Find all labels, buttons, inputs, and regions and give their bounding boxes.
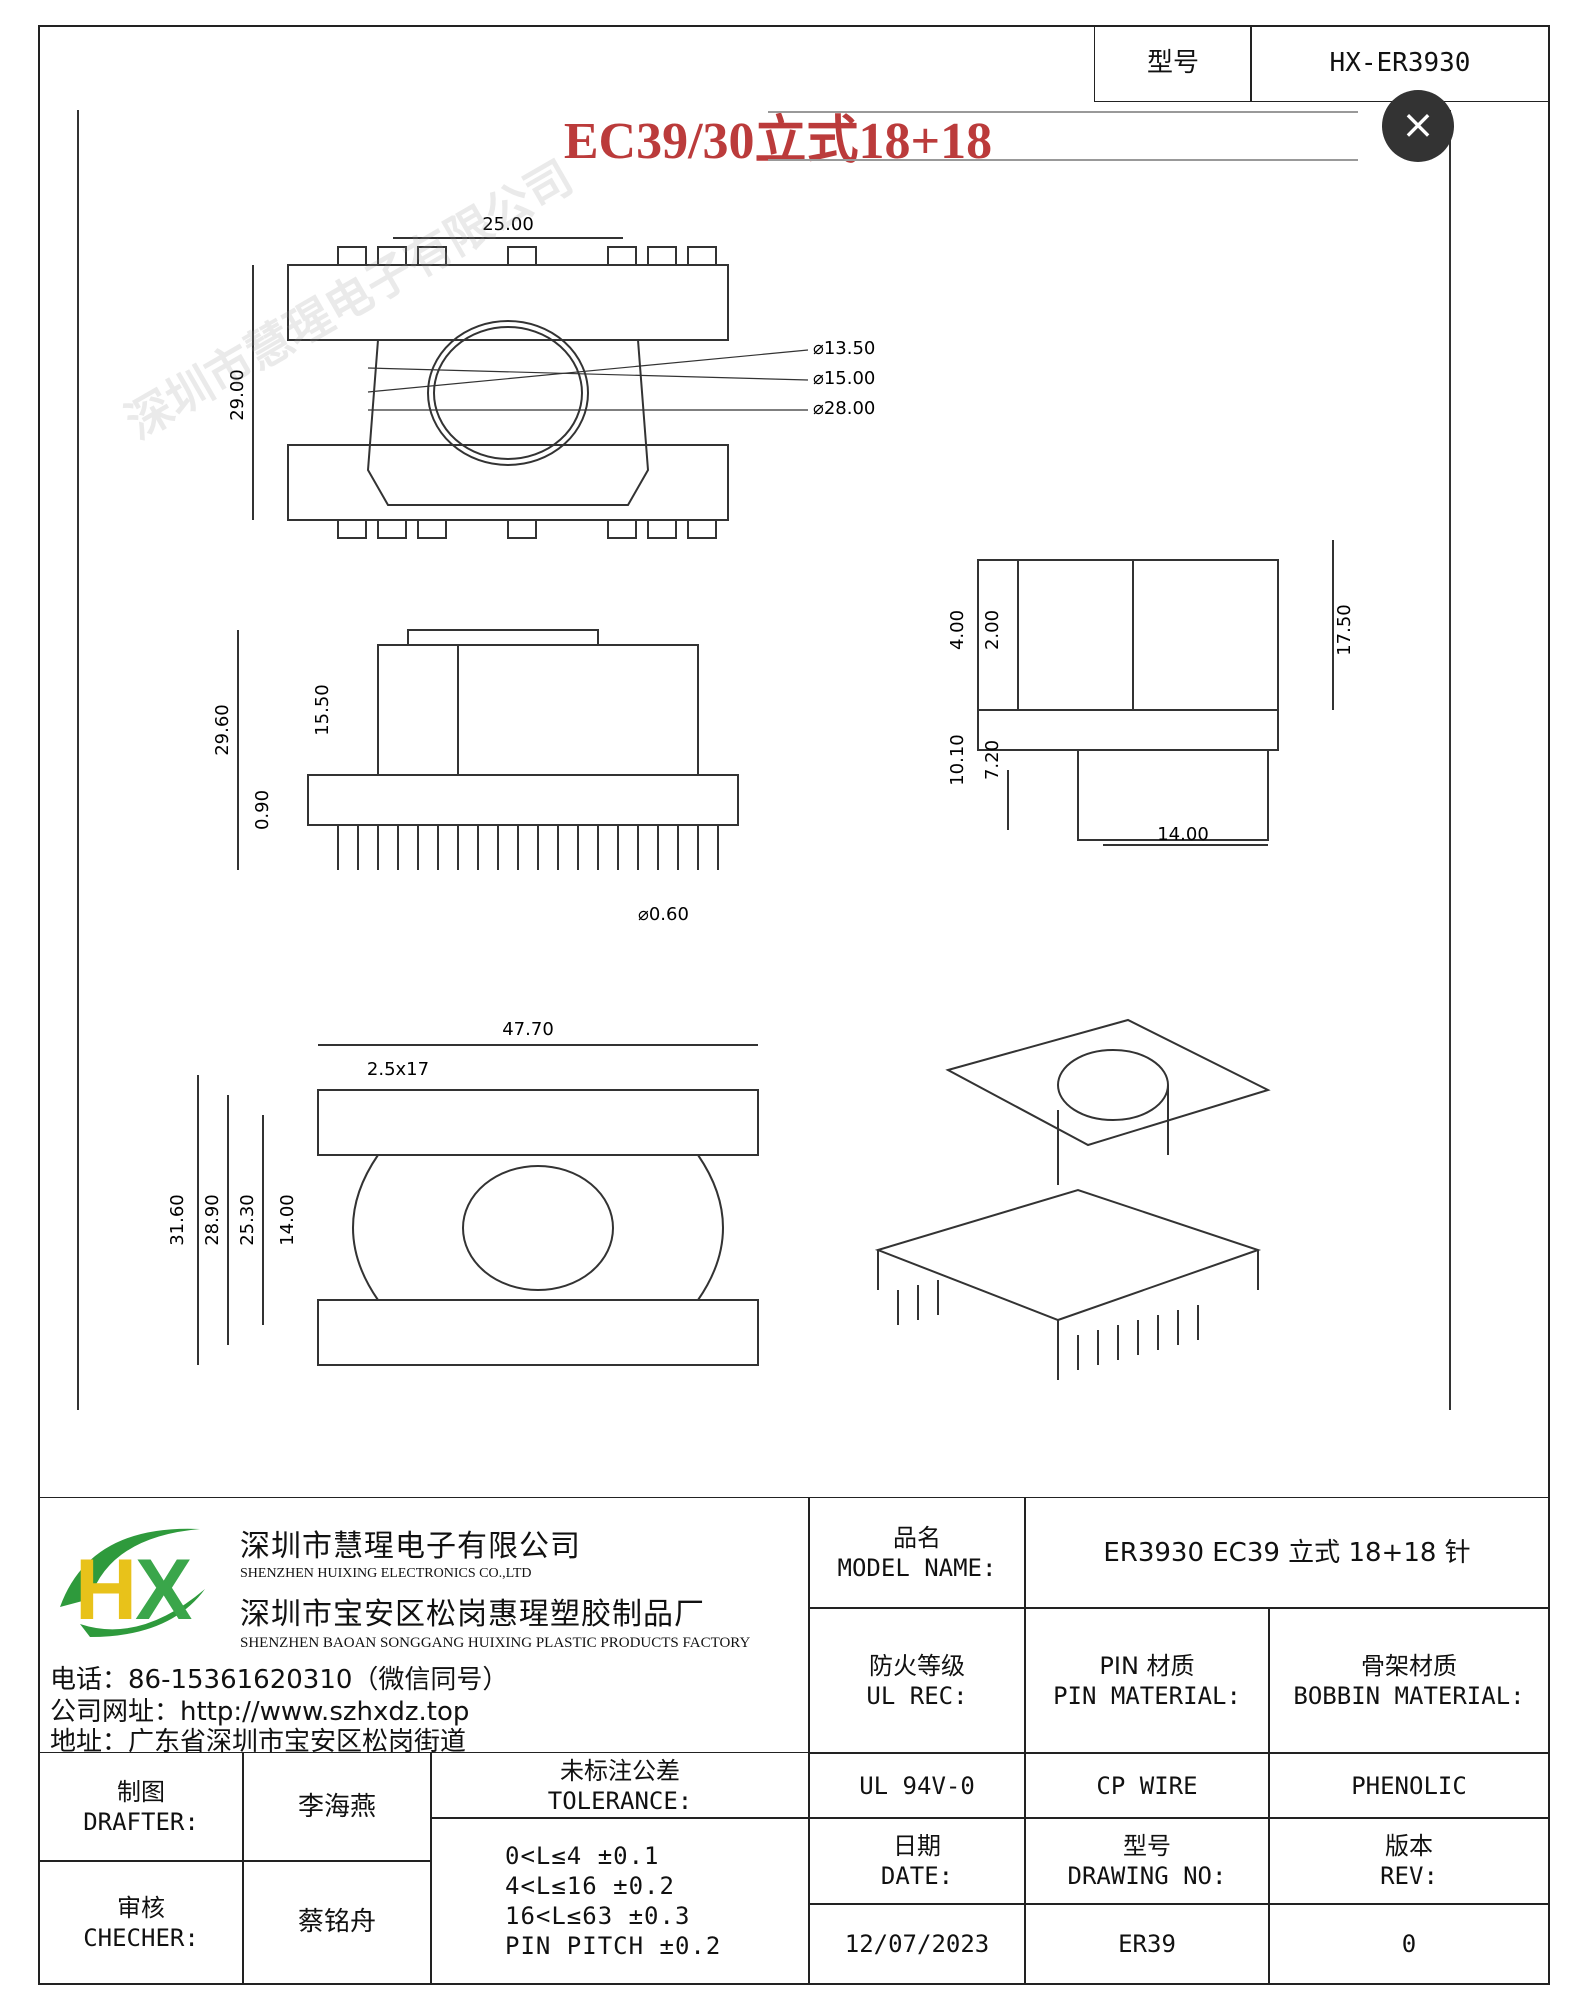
rev-value: 0	[1268, 1903, 1550, 1985]
bobbin-value: PHENOLIC	[1268, 1752, 1550, 1819]
dim-I: ⌀0.60	[638, 904, 689, 925]
front-view	[237, 629, 739, 870]
tolerance-en: TOLERANCE:	[547, 1786, 693, 1815]
factory-name-cn: 深圳市宝安区松岗惠瑆塑胶制品厂	[240, 1597, 705, 1632]
checker-cn: 审核	[117, 1893, 165, 1922]
drawing-no-cn: 型号	[1123, 1832, 1171, 1860]
drafter-en: DRAFTER:	[83, 1808, 199, 1836]
header-model-label: 型号	[1094, 25, 1252, 102]
rev-en: REV:	[1380, 1862, 1438, 1890]
drafter-cn: 制图	[117, 1778, 165, 1806]
ul-label: 防火等级 UL REC:	[808, 1607, 1026, 1754]
drawing-no-en: DRAWING NO:	[1067, 1862, 1227, 1890]
svg-text:×: ×	[1401, 102, 1435, 148]
dim-B: 29.00	[227, 369, 248, 421]
dim-Q: 2.5x17	[367, 1059, 429, 1080]
dim-R: 31.60	[167, 1194, 188, 1246]
model-name-en: MODEL NAME:	[837, 1554, 997, 1582]
side-view	[977, 540, 1334, 846]
date-label: 日期 DATE:	[808, 1817, 1026, 1905]
company-website: 公司网址：http://www.szhxdz.top	[50, 1697, 470, 1727]
tolerance-line: 16<L≤63 ±0.3	[505, 1902, 691, 1930]
drawing-no-label: 型号 DRAWING NO:	[1024, 1817, 1270, 1905]
company-name-cn: 深圳市慧瑆电子有限公司	[240, 1529, 581, 1564]
date-value: 12/07/2023	[808, 1903, 1026, 1985]
ul-cn: 防火等级	[869, 1651, 965, 1680]
dim-G: 0.90	[252, 790, 273, 830]
dim-J: 4.00	[947, 610, 968, 650]
company-logo: H X	[60, 1528, 205, 1638]
dim-N: 17.50	[1334, 604, 1355, 656]
bobbin-cn: 骨架材质	[1361, 1651, 1457, 1680]
pin-en: PIN MATERIAL:	[1053, 1681, 1241, 1710]
drawing-title: EC39/30立式18+18	[564, 112, 992, 170]
isometric-view	[874, 1018, 1271, 1380]
pin-cn: PIN 材质	[1099, 1651, 1195, 1680]
checker-name: 蔡铭舟	[242, 1860, 432, 1985]
rev-cn: 版本	[1385, 1832, 1433, 1860]
watermark: 深圳市慧瑆电子有限公司	[117, 150, 582, 450]
drafter-name: 李海燕	[242, 1752, 432, 1862]
dim-T: 25.30	[237, 1194, 258, 1246]
dim-E: ⌀28.00	[813, 398, 875, 419]
svg-text:X: X	[135, 1542, 192, 1638]
bobbin-en: BOBBIN MATERIAL:	[1293, 1681, 1525, 1710]
ul-value: UL 94V-0	[808, 1752, 1026, 1819]
drafter-label: 制图 DRAFTER:	[38, 1752, 244, 1862]
dim-O: 14.00	[1157, 824, 1209, 845]
dim-L: 10.10	[947, 734, 968, 786]
rev-label: 版本 REV:	[1268, 1817, 1550, 1905]
company-cell	[38, 1497, 810, 1754]
company-phone: 电话：86-15361620310（微信同号）	[50, 1665, 509, 1695]
dim-A: 25.00	[482, 214, 534, 235]
checker-label: 审核 CHECHER:	[38, 1860, 244, 1985]
tolerance-line: 4<L≤16 ±0.2	[505, 1872, 675, 1900]
pin-value: CP WIRE	[1024, 1752, 1270, 1819]
ul-en: UL REC:	[866, 1681, 968, 1710]
dim-S: 28.90	[202, 1194, 223, 1246]
model-name-cn: 品名	[893, 1524, 941, 1552]
dim-H: 15.50	[312, 684, 333, 736]
model-name-label: 品名 MODEL NAME:	[808, 1497, 1026, 1609]
pin-material-label: PIN 材质 PIN MATERIAL:	[1024, 1607, 1270, 1754]
dim-D: ⌀15.00	[813, 368, 875, 389]
svg-text:H: H	[75, 1542, 137, 1638]
model-name-value: ER3930 EC39 立式 18+18 针	[1024, 1497, 1550, 1609]
dim-U: 14.00	[277, 1194, 298, 1246]
technical-drawing: EC39/30立式18+18 × 25.00 29.00 ⌀13.50 ⌀15.…	[77, 90, 1454, 1410]
tolerance-label: 未标注公差 TOLERANCE:	[430, 1752, 810, 1819]
company-name-en: SHENZHEN HUIXING ELECTRONICS CO.,LTD	[240, 1566, 532, 1581]
header-model-value: HX-ER3930	[1250, 25, 1550, 102]
checker-en: CHECHER:	[83, 1923, 199, 1952]
drawing-no-value: ER39	[1024, 1903, 1270, 1985]
dim-F: 29.60	[212, 704, 233, 756]
company-block: H X 深圳市慧瑆电子有限公司 SHENZHEN HUIXING ELECTRO…	[38, 1499, 810, 1757]
dim-M: 7.20	[982, 740, 1003, 780]
tolerance-cn: 未标注公差	[560, 1756, 680, 1785]
bobbin-material-label: 骨架材质 BOBBIN MATERIAL:	[1268, 1607, 1550, 1754]
close-icon	[1382, 90, 1454, 162]
factory-name-en: SHENZHEN BAOAN SONGGANG HUIXING PLASTIC …	[240, 1635, 751, 1651]
dim-P: 47.70	[502, 1019, 554, 1040]
tolerance-line: PIN PITCH ±0.2	[505, 1932, 722, 1960]
dim-K: 2.00	[982, 610, 1003, 650]
tolerance-list: 0<L≤4 ±0.1 4<L≤16 ±0.2 16<L≤63 ±0.3 PIN …	[430, 1817, 810, 1985]
top-view	[252, 237, 809, 539]
date-en: DATE:	[880, 1862, 954, 1890]
dim-C: ⌀13.50	[813, 338, 875, 359]
bottom-view	[197, 1044, 759, 1366]
tolerance-line: 0<L≤4 ±0.1	[505, 1842, 660, 1870]
date-cn: 日期	[893, 1832, 941, 1860]
